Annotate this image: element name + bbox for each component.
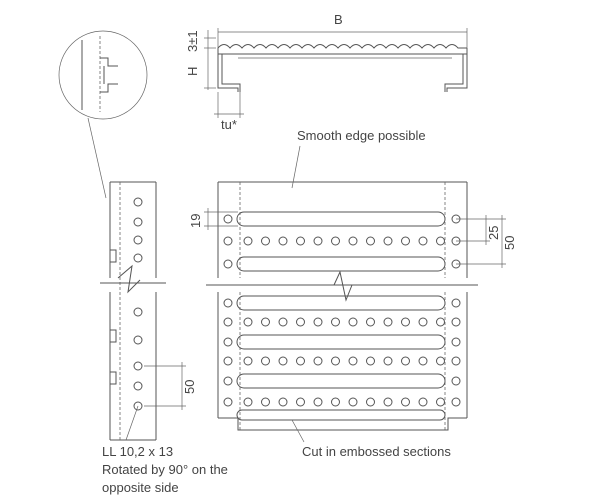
embossed-profile — [217, 44, 467, 49]
dim-thickness: tu* — [221, 117, 237, 132]
round-hole — [418, 356, 428, 366]
side-view: 50 — [100, 181, 197, 441]
round-hole — [401, 397, 410, 407]
round-hole — [313, 236, 323, 246]
round-hole — [401, 236, 410, 246]
round-hole — [383, 317, 393, 327]
round-hole — [278, 356, 288, 366]
plan-view: 19 25 50 — [188, 145, 517, 443]
round-hole — [436, 236, 445, 246]
round-hole — [243, 397, 253, 407]
round-hole — [401, 356, 410, 366]
round-hole — [278, 317, 288, 327]
round-hole — [348, 356, 358, 366]
note-hole-rotation: Rotated by 90° on the — [102, 462, 228, 477]
round-hole — [436, 397, 445, 407]
round-hole — [348, 317, 358, 327]
hole-rows — [243, 236, 445, 407]
round-hole — [436, 317, 445, 327]
round-hole — [296, 317, 305, 327]
round-hole — [383, 397, 393, 407]
round-hole — [383, 236, 393, 246]
round-hole — [261, 236, 270, 246]
round-hole — [313, 397, 323, 407]
round-hole — [383, 356, 393, 366]
round-hole — [331, 397, 340, 407]
round-hole — [243, 317, 253, 327]
round-hole — [331, 356, 340, 366]
detail-circle — [58, 30, 148, 199]
round-hole — [331, 236, 340, 246]
cross-section-view: B 3±1 H tu* — [185, 12, 468, 132]
round-hole — [418, 317, 428, 327]
note-hole-side: opposite side — [102, 480, 179, 495]
note-cut-embossed: Cut in embossed sections — [302, 444, 451, 459]
round-hole — [261, 356, 270, 366]
round-hole — [366, 356, 375, 366]
round-hole — [261, 317, 270, 327]
round-hole — [366, 236, 375, 246]
dim-width-b: B — [334, 12, 343, 27]
round-hole — [418, 236, 428, 246]
round-hole — [331, 317, 340, 327]
round-hole — [366, 317, 375, 327]
round-hole — [261, 397, 270, 407]
round-hole — [243, 236, 253, 246]
dim-hole-spacing: 25 — [486, 226, 501, 240]
round-hole — [296, 236, 305, 246]
round-hole — [313, 317, 323, 327]
round-hole — [296, 356, 305, 366]
round-hole — [278, 236, 288, 246]
round-hole — [313, 356, 323, 366]
round-hole — [296, 397, 305, 407]
round-hole — [278, 397, 288, 407]
dim-slot-height: 19 — [188, 214, 203, 228]
round-hole — [348, 397, 358, 407]
note-smooth-edge: Smooth edge possible — [297, 128, 426, 143]
dim-side-spacing: 50 — [182, 380, 197, 394]
round-hole — [418, 397, 428, 407]
round-hole — [401, 317, 410, 327]
round-hole — [366, 397, 375, 407]
dim-height-h: H — [185, 67, 200, 76]
dim-tolerance: 3±1 — [185, 30, 200, 52]
round-hole — [436, 356, 445, 366]
round-hole — [348, 236, 358, 246]
dim-row-spacing: 50 — [502, 236, 517, 250]
note-hole-size: LL 10,2 x 13 — [102, 444, 173, 459]
round-hole — [243, 356, 253, 366]
